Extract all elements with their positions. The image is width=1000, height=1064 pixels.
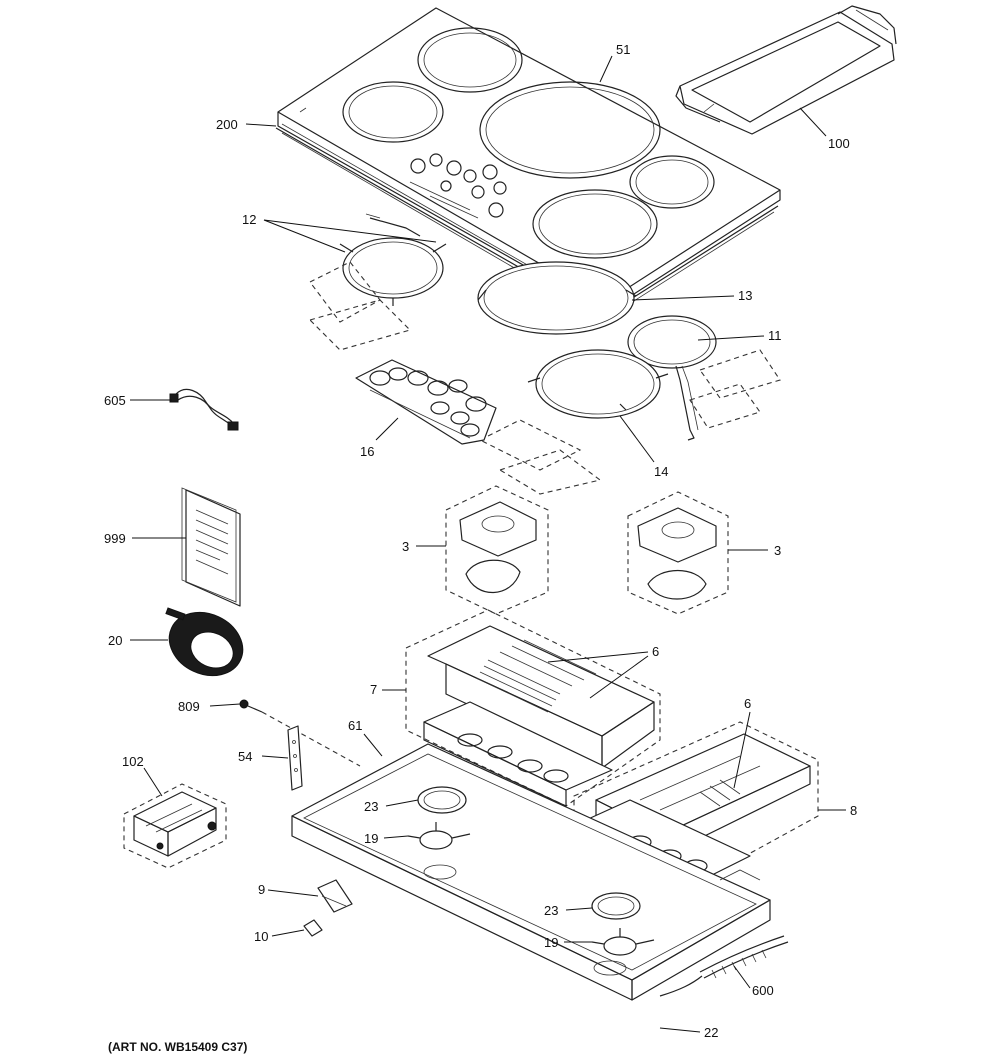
label-7: 7	[370, 682, 377, 697]
part-10-clip	[303, 919, 323, 937]
part-7-assembly	[405, 609, 661, 807]
part-3-module-right	[627, 491, 729, 615]
label-11: 11	[768, 328, 782, 343]
label-6-upper: 6	[652, 644, 659, 659]
label-999: 999	[104, 531, 126, 546]
label-12: 12	[242, 212, 256, 227]
label-10: 10	[254, 929, 268, 944]
part-20-coil	[165, 607, 244, 677]
leader-lines	[130, 55, 846, 1033]
label-14: 14	[654, 464, 668, 479]
part-12-radiant-elements	[339, 213, 637, 335]
label-20: 20	[108, 633, 122, 648]
label-19-lower: 19	[544, 935, 558, 950]
label-13: 13	[738, 288, 752, 303]
label-100: 100	[828, 136, 850, 151]
label-19-upper: 19	[364, 831, 378, 846]
part-999-manual	[181, 487, 241, 607]
label-9: 9	[258, 882, 265, 897]
part-16-control-board	[355, 359, 497, 445]
part-61-bottom-pan	[291, 743, 771, 1001]
label-200: 200	[216, 117, 238, 132]
label-23-upper: 23	[364, 799, 378, 814]
part-100-griddle	[675, 5, 897, 135]
label-102: 102	[122, 754, 144, 769]
part-19-bracket-lower	[591, 928, 655, 956]
label-22: 22	[704, 1025, 718, 1040]
part-605-wire-harness	[169, 388, 239, 431]
label-23-lower: 23	[544, 903, 558, 918]
part-54-bracket	[287, 725, 303, 791]
part-3-module-left	[445, 485, 549, 615]
part-9-clip	[317, 879, 353, 913]
part-19-bracket-upper	[407, 822, 471, 850]
touch-controls	[409, 153, 507, 219]
label-16: 16	[360, 444, 374, 459]
label-3-right: 3	[774, 543, 781, 558]
part-labels: 51 100 200 12 13 11 605 16 14 999 3 3 20…	[104, 42, 857, 1040]
part-600-power-cord	[659, 935, 789, 997]
part-14-element	[527, 349, 669, 419]
part-51-glass-cooktop	[277, 7, 781, 313]
label-600: 600	[752, 983, 774, 998]
part-23-ring-upper	[417, 786, 467, 814]
heat-sink-fins	[475, 639, 597, 713]
label-8: 8	[850, 803, 857, 818]
part-11-element	[627, 315, 717, 441]
label-54: 54	[238, 749, 252, 764]
label-809: 809	[178, 699, 200, 714]
label-51: 51	[616, 42, 630, 57]
art-number-caption: (ART NO. WB15409 C37)	[108, 1040, 247, 1054]
insulation-panels	[308, 261, 781, 495]
label-61: 61	[348, 718, 362, 733]
label-3-left: 3	[402, 539, 409, 554]
label-6-lower: 6	[744, 696, 751, 711]
part-23-ring-lower	[591, 892, 641, 920]
part-809-screw	[239, 699, 361, 767]
part-102-fan-assembly	[123, 783, 227, 869]
label-605: 605	[104, 393, 126, 408]
